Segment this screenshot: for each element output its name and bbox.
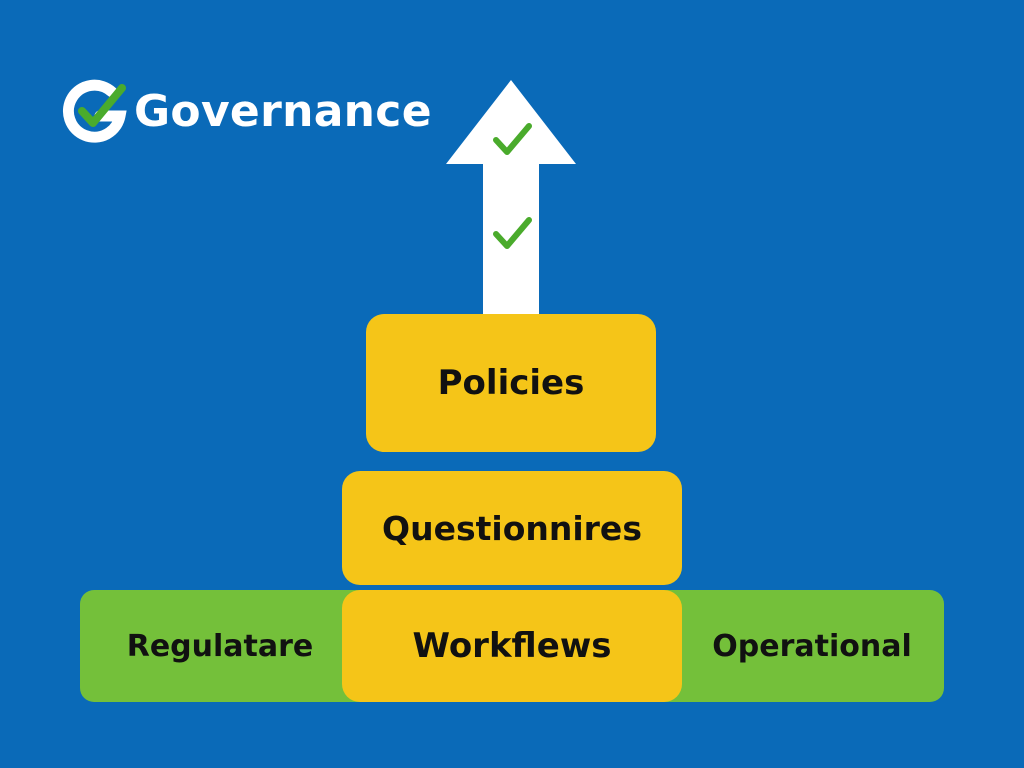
policies-block: Policies [366,314,656,452]
workflows-block: Workflews [342,590,682,702]
governance-logo: Governance [60,78,432,144]
checkmark-icon [493,123,532,155]
logo-text: Governance [134,85,432,137]
questionnaires-label: Questionnires [382,508,642,548]
policies-label: Policies [437,363,585,403]
base-label-left: Regulatare [126,628,314,664]
up-arrow-icon [446,80,576,316]
g-checkmark-icon [63,79,127,143]
questionnaires-block: Questionnires [342,471,682,585]
checkmark-icon [493,217,532,249]
workflows-label: Workflews [412,626,612,666]
base-label-right: Operational [712,628,912,664]
